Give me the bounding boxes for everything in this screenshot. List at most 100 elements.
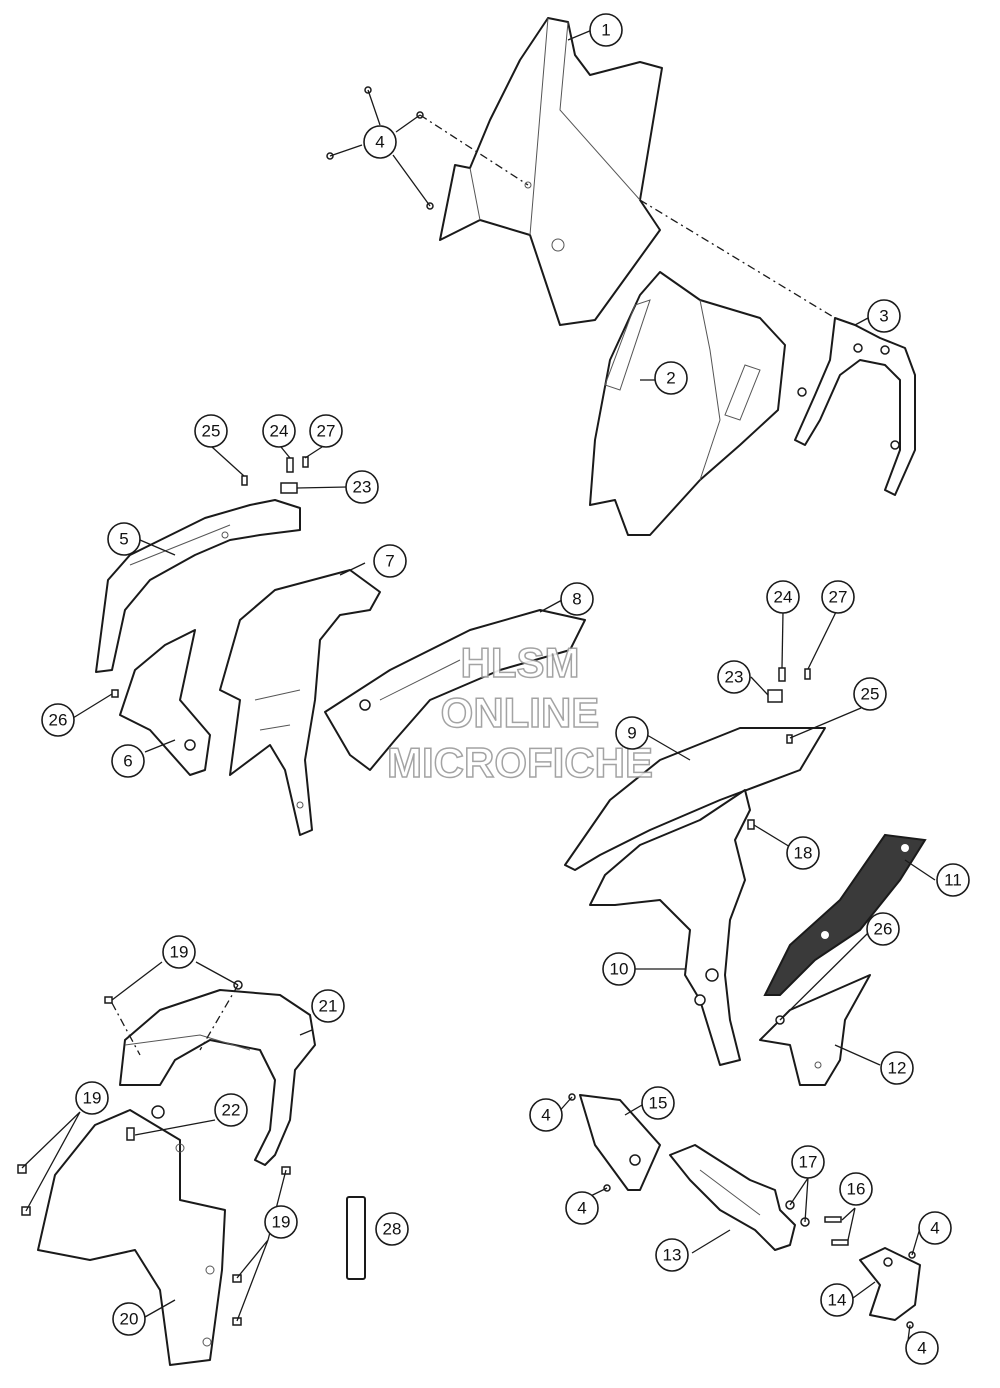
part-headlight-mask[interactable]: [589, 271, 786, 536]
callouts: 1 2 3 4 4 4 4 4 5 6 7 8 9 10 11 12 13 14…: [41, 13, 970, 1365]
callout-label: 19: [272, 1213, 291, 1232]
callout[interactable]: 11: [936, 863, 970, 897]
callout-label: 4: [577, 1199, 586, 1218]
callout[interactable]: 15: [641, 1086, 675, 1120]
part-front-fender-lower[interactable]: [37, 1109, 226, 1366]
callout[interactable]: 19: [162, 935, 196, 969]
callout[interactable]: 27: [821, 580, 855, 614]
part-small-cover[interactable]: [859, 1247, 921, 1321]
callout[interactable]: 2: [654, 361, 688, 395]
callout-label: 10: [610, 960, 629, 979]
callout[interactable]: 4: [918, 1211, 952, 1245]
callout[interactable]: 10: [602, 952, 636, 986]
callout[interactable]: 28: [375, 1212, 409, 1246]
part-right-graphic-stripe[interactable]: [763, 833, 927, 996]
callout[interactable]: 4: [363, 125, 397, 159]
callout-label: 16: [847, 1180, 866, 1199]
callout[interactable]: 9: [615, 716, 649, 750]
part-right-tank-cover[interactable]: [564, 727, 826, 871]
callout-label: 4: [541, 1106, 550, 1125]
callout-label: 28: [383, 1220, 402, 1239]
callout[interactable]: 4: [529, 1098, 563, 1132]
callout-label: 4: [375, 133, 384, 152]
callout-label: 4: [917, 1339, 926, 1358]
watermark-line-2: ONLINE: [441, 689, 600, 736]
callout-label: 6: [123, 752, 132, 771]
callout[interactable]: 22: [214, 1093, 248, 1127]
part-pad[interactable]: [346, 1196, 366, 1280]
callout[interactable]: 3: [867, 299, 901, 333]
callout-label: 20: [120, 1310, 139, 1329]
callout-label: 27: [829, 588, 848, 607]
callout[interactable]: 7: [373, 544, 407, 578]
callout-label: 13: [663, 1246, 682, 1265]
callout-label: 5: [119, 530, 128, 549]
leader-lines: [21, 29, 936, 1349]
callout-label: 22: [222, 1101, 241, 1120]
assembly-lines: [111, 114, 836, 1056]
callout-label: 2: [666, 369, 675, 388]
callout[interactable]: 1: [589, 13, 623, 47]
callout-label: 15: [649, 1094, 668, 1113]
callout[interactable]: 24: [766, 580, 800, 614]
watermark-line-1: HLSM: [461, 639, 580, 686]
callout-label: 3: [879, 307, 888, 326]
callout-label: 24: [774, 588, 793, 607]
callout[interactable]: 13: [655, 1238, 689, 1272]
callout[interactable]: 4: [905, 1331, 939, 1365]
callout[interactable]: 26: [866, 912, 900, 946]
callout[interactable]: 26: [41, 703, 75, 737]
callout[interactable]: 21: [311, 989, 345, 1023]
callout-label: 27: [317, 422, 336, 441]
callout-label: 19: [83, 1089, 102, 1108]
callout[interactable]: 16: [839, 1172, 873, 1206]
watermark: HLSM ONLINE MICROFICHE: [386, 638, 654, 787]
callout-label: 9: [627, 724, 636, 743]
watermark-line-3: MICROFICHE: [387, 739, 653, 786]
part-front-fender-upper[interactable]: [119, 989, 316, 1166]
callout[interactable]: 4: [565, 1191, 599, 1225]
callout[interactable]: 25: [194, 414, 228, 448]
callout-label: 8: [572, 590, 581, 609]
callout-label: 1: [601, 21, 610, 40]
part-left-side-cover[interactable]: [219, 569, 381, 836]
callout-label: 19: [170, 943, 189, 962]
part-windshield[interactable]: [439, 17, 663, 326]
callout[interactable]: 18: [786, 836, 820, 870]
callout-label: 7: [385, 552, 394, 571]
callout[interactable]: 17: [791, 1145, 825, 1179]
callout-label: 17: [799, 1153, 818, 1172]
callout[interactable]: 23: [345, 470, 379, 504]
callout[interactable]: 5: [107, 522, 141, 556]
callout[interactable]: 19: [264, 1205, 298, 1239]
callout-label: 4: [930, 1219, 939, 1238]
callout-label: 12: [888, 1059, 907, 1078]
callout[interactable]: 20: [112, 1302, 146, 1336]
callout-label: 11: [944, 871, 962, 890]
part-bracket[interactable]: [794, 317, 916, 496]
callout[interactable]: 24: [262, 414, 296, 448]
callout-label: 21: [319, 997, 338, 1016]
part-guard-bracket[interactable]: [669, 1144, 796, 1251]
callout-label: 26: [49, 711, 68, 730]
callout-label: 26: [874, 920, 893, 939]
callout[interactable]: 27: [309, 414, 343, 448]
part-long-side-panel[interactable]: [324, 609, 586, 771]
part-right-side-cover[interactable]: [589, 789, 751, 1066]
callout-label: 23: [353, 478, 372, 497]
callout-label: 25: [202, 422, 221, 441]
part-small-trim[interactable]: [579, 1094, 661, 1191]
callout-label: 24: [270, 422, 289, 441]
callout-label: 14: [828, 1291, 847, 1310]
part-left-upper-panel[interactable]: [95, 499, 301, 673]
callout-label: 25: [861, 685, 880, 704]
callout[interactable]: 14: [820, 1283, 854, 1317]
callout[interactable]: 12: [880, 1051, 914, 1085]
callout-label: 23: [725, 668, 744, 687]
callout[interactable]: 6: [111, 744, 145, 778]
callout[interactable]: 23: [717, 660, 751, 694]
callout[interactable]: 8: [560, 582, 594, 616]
callout[interactable]: 19: [75, 1081, 109, 1115]
part-left-lower-panel[interactable]: [119, 629, 211, 776]
callout[interactable]: 25: [853, 677, 887, 711]
